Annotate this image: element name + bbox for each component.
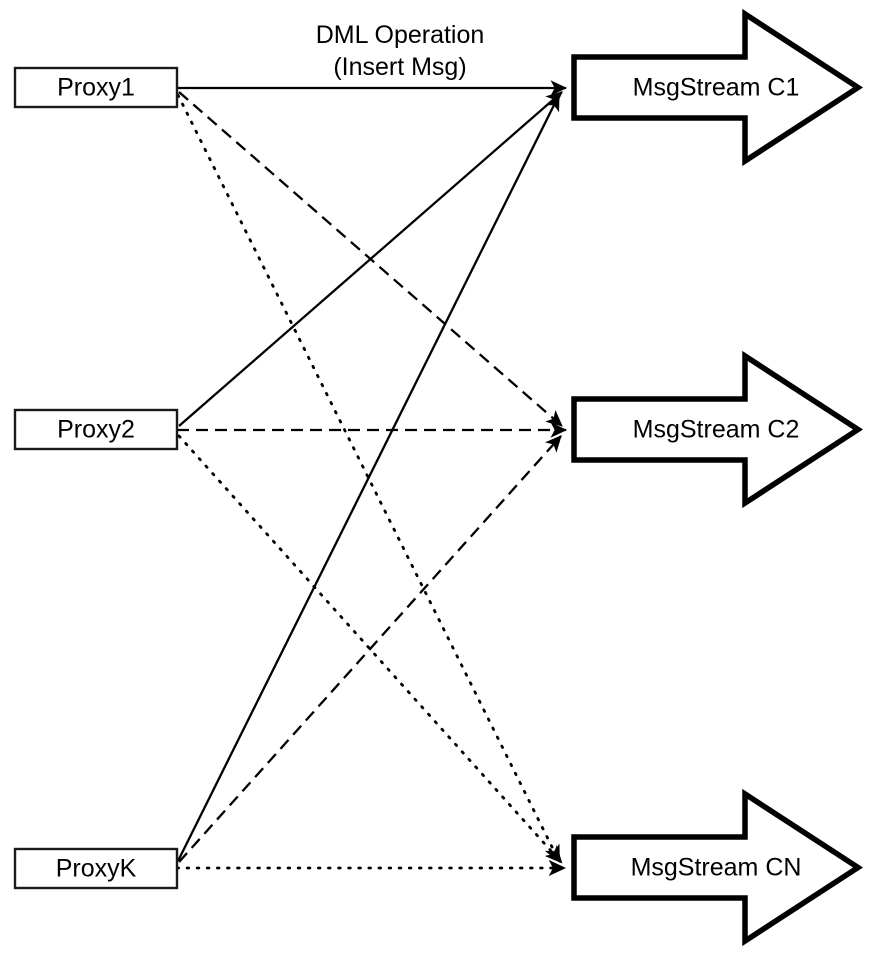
node-msgstream-c2-arrow-shape [571, 350, 864, 509]
edge-caption-dml-operation: DML Operation (Insert Msg) [316, 21, 485, 81]
node-proxyk-box [13, 847, 179, 890]
node-msgstream-cn[interactable]: MsgStream CN [571, 788, 864, 947]
node-msgstream-c2[interactable]: MsgStream C2 [571, 350, 864, 509]
node-proxy1[interactable]: Proxy1 [13, 66, 179, 109]
connection-proxy2-to-msgstream-c1 [178, 91, 563, 427]
connection-proxyk-to-msgstream-c2 [178, 435, 562, 863]
connection-layer [175, 80, 568, 877]
node-proxy1-box [13, 66, 179, 109]
connection-proxyk-to-msgstream-c1 [176, 94, 561, 862]
edge-caption-line1: DML Operation [316, 21, 485, 49]
node-proxy2[interactable]: Proxy2 [13, 408, 179, 451]
node-msgstream-c1-label: MsgStream C1 [633, 74, 800, 102]
edge-caption-line2: (Insert Msg) [333, 53, 466, 81]
connection-proxy2-to-msgstream-cn [177, 434, 563, 864]
proxy-nodes: Proxy1 Proxy2 ProxyK [13, 66, 179, 890]
node-msgstream-cn-label: MsgStream CN [631, 854, 802, 882]
node-proxyk-label: ProxyK [56, 855, 137, 883]
node-proxyk[interactable]: ProxyK [13, 847, 179, 890]
node-proxy1-label: Proxy1 [57, 74, 135, 102]
node-msgstream-c1-arrow-shape [571, 8, 864, 167]
node-proxy2-box [13, 408, 179, 451]
connection-proxy1-to-msgstream-cn [176, 93, 561, 863]
node-msgstream-c2-label: MsgStream C2 [633, 416, 800, 444]
node-proxy2-label: Proxy2 [57, 416, 135, 444]
msgstream-nodes: MsgStream C1 MsgStream C2 MsgStream CN [571, 8, 864, 947]
node-msgstream-c1[interactable]: MsgStream C1 [571, 8, 864, 167]
node-msgstream-cn-arrow-shape [571, 788, 864, 947]
